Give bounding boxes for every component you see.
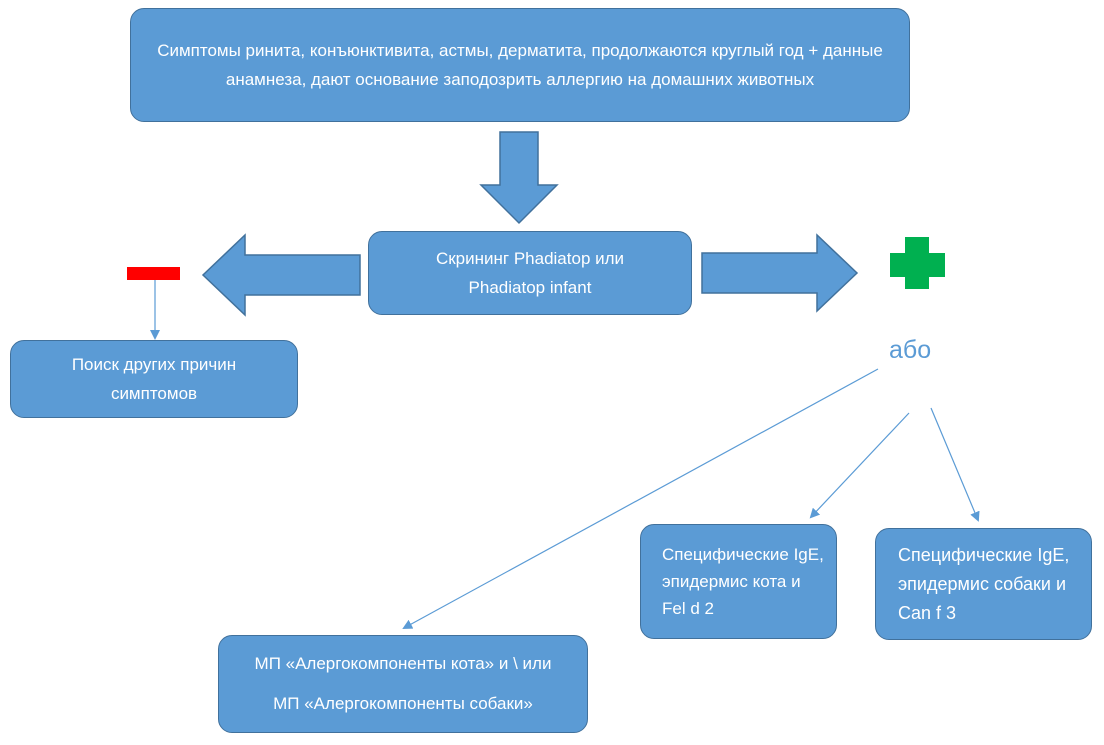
symptoms-node-text: Симптомы ринита, конъюнктивита, астмы, д…	[157, 41, 883, 89]
connector-or-to-dog	[930, 407, 980, 522]
or-label: або	[889, 336, 932, 364]
cat-ige-node-text: Специфические IgE, эпидермис кота и Fel …	[662, 545, 824, 618]
mp-node: МП «Алергокомпоненты кота» и \ или МП «А…	[218, 635, 588, 733]
mp-node-line1: МП «Алергокомпоненты кота» и \ или	[254, 654, 552, 673]
screening-node: Скрининг Phadiatop или Phadiatop infant	[368, 231, 692, 315]
minus-icon	[127, 267, 180, 280]
arrow-right-block	[701, 233, 859, 313]
symptoms-node: Симптомы ринита, конъюнктивита, астмы, д…	[130, 8, 910, 122]
connector-or-to-cat	[809, 412, 910, 519]
cat-ige-node: Специфические IgE, эпидермис кота и Fel …	[640, 524, 837, 639]
dog-ige-node: Специфические IgE, эпидермис собаки и Ca…	[875, 528, 1092, 640]
arrow-down-block	[479, 131, 559, 225]
other-causes-node-text: Поиск других причин симптомов	[71, 355, 237, 403]
connector-or-to-mp	[402, 368, 879, 629]
arrow-left-block	[201, 233, 361, 317]
other-causes-node: Поиск других причин симптомов	[10, 340, 298, 418]
dog-ige-node-text: Специфические IgE, эпидермис собаки и Ca…	[898, 544, 1070, 623]
screening-node-text: Скрининг Phadiatop или Phadiatop infant	[435, 249, 625, 297]
mp-node-line2: МП «Алергокомпоненты собаки»	[273, 694, 533, 713]
plus-icon	[890, 237, 945, 289]
